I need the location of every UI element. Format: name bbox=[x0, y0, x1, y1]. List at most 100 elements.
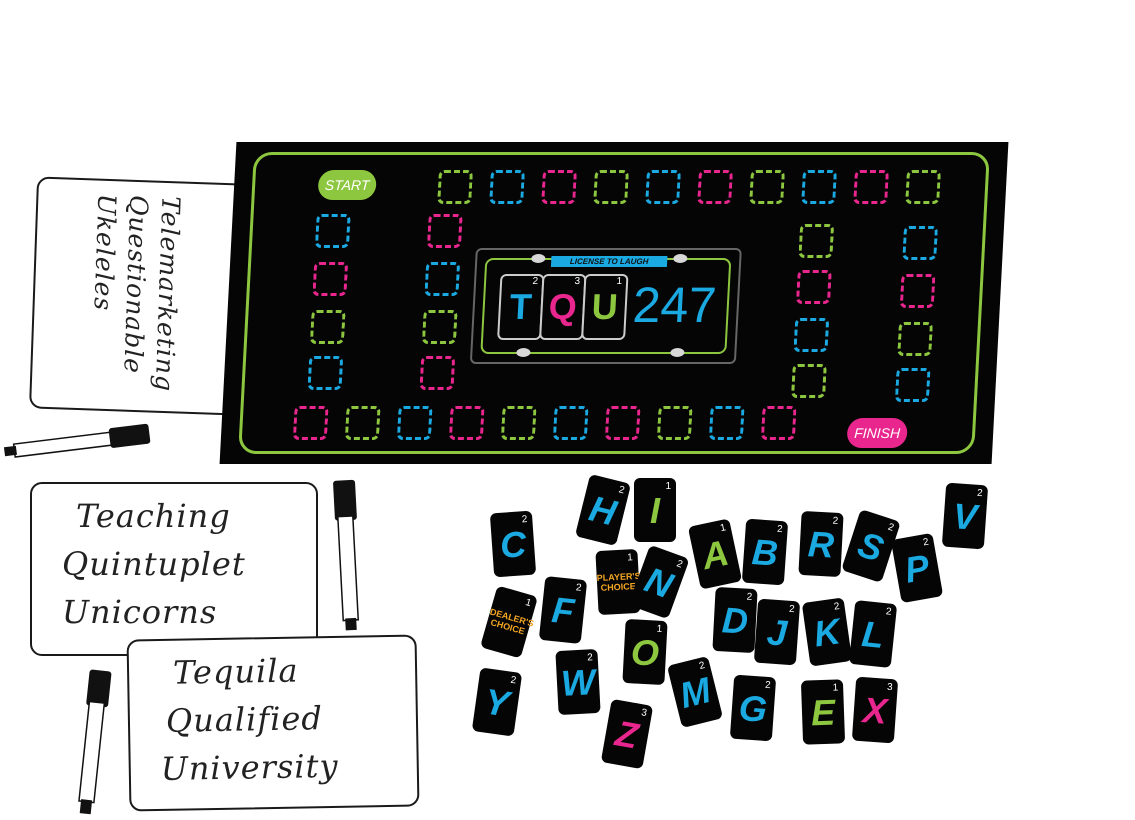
whiteboard-line: Quintuplet bbox=[62, 545, 246, 583]
tile-letter: F bbox=[549, 588, 577, 633]
board-space[interactable] bbox=[899, 274, 936, 308]
board-space[interactable] bbox=[314, 214, 351, 248]
start-space[interactable]: START bbox=[317, 170, 377, 200]
tile-points: 3 bbox=[886, 681, 893, 694]
whiteboard-line: Tequila bbox=[172, 651, 299, 692]
tile-label: DEALER'S CHOICE bbox=[488, 606, 535, 637]
board-space[interactable] bbox=[897, 322, 934, 356]
board-space[interactable] bbox=[552, 406, 589, 440]
board-space[interactable] bbox=[708, 406, 745, 440]
board-space[interactable] bbox=[419, 356, 456, 390]
tile-points: 2 bbox=[532, 276, 539, 287]
tile-points: 1 bbox=[626, 552, 634, 564]
board-space[interactable] bbox=[593, 170, 629, 204]
tile-points: 2 bbox=[788, 603, 795, 616]
whiteboard-1[interactable]: Telemarketing Questionable Ukeleles bbox=[29, 176, 245, 416]
whiteboard-2[interactable]: Teaching Quintuplet Unicorns bbox=[30, 482, 318, 656]
plate-bolt bbox=[670, 348, 685, 357]
board-space[interactable] bbox=[853, 170, 889, 204]
tile-letter: K bbox=[811, 610, 843, 655]
tile-label: PLAYER'S CHOICE bbox=[596, 570, 641, 593]
tile-points: 2 bbox=[521, 513, 528, 526]
board-space[interactable] bbox=[344, 406, 381, 440]
tile-points: 2 bbox=[922, 536, 930, 549]
board-space[interactable] bbox=[437, 170, 473, 204]
tile-points: 3 bbox=[640, 707, 648, 720]
board-space[interactable] bbox=[793, 318, 830, 352]
whiteboard-line: Teaching bbox=[76, 497, 231, 535]
board-space[interactable] bbox=[795, 270, 832, 304]
board-space[interactable] bbox=[426, 214, 463, 248]
tile-letter: U bbox=[590, 286, 619, 327]
whiteboard-3[interactable]: Tequila Qualified University bbox=[126, 634, 420, 812]
board-space[interactable] bbox=[791, 364, 827, 398]
tile-points: 2 bbox=[885, 606, 892, 618]
plate-letter-tile: 2 T bbox=[497, 274, 545, 340]
tile-letter: P bbox=[901, 546, 933, 591]
board-space[interactable] bbox=[421, 310, 458, 344]
dry-erase-marker-icon[interactable] bbox=[62, 668, 122, 820]
board-space[interactable] bbox=[500, 406, 537, 440]
tile-points: 2 bbox=[674, 558, 684, 571]
tile-letter: R bbox=[806, 523, 836, 566]
tile-letter: G bbox=[737, 687, 769, 730]
board-space[interactable] bbox=[656, 406, 693, 440]
board-space[interactable] bbox=[697, 170, 733, 204]
board-space[interactable] bbox=[307, 356, 344, 390]
board-space[interactable] bbox=[489, 170, 525, 204]
board-space[interactable] bbox=[604, 406, 641, 440]
finish-space[interactable]: FINISH bbox=[846, 418, 908, 448]
board-space[interactable] bbox=[448, 406, 485, 440]
board-space[interactable] bbox=[749, 170, 785, 204]
board-space[interactable] bbox=[541, 170, 577, 204]
board-space[interactable] bbox=[902, 226, 939, 260]
board-space[interactable] bbox=[309, 310, 346, 344]
whiteboard-line: Unicorns bbox=[62, 593, 218, 631]
tile-points: 1 bbox=[832, 682, 839, 694]
board-space[interactable] bbox=[798, 224, 835, 258]
tile-letter: E bbox=[810, 691, 836, 734]
tile-points: 2 bbox=[976, 487, 983, 500]
plate-bolt bbox=[516, 348, 531, 357]
board-space[interactable] bbox=[396, 406, 433, 440]
board-space[interactable] bbox=[894, 368, 931, 402]
board-space[interactable] bbox=[292, 406, 329, 440]
dry-erase-marker-icon[interactable] bbox=[330, 478, 375, 638]
plate-number: 247 bbox=[631, 277, 718, 333]
tile-letter: S bbox=[853, 523, 889, 570]
tile-letter: H bbox=[585, 487, 621, 534]
tile-letter: B bbox=[750, 531, 780, 574]
dry-erase-marker-icon[interactable] bbox=[0, 418, 160, 468]
board-space[interactable] bbox=[905, 170, 941, 204]
board-space[interactable] bbox=[312, 262, 349, 296]
plate-header: LICENSE TO LAUGH bbox=[550, 256, 668, 267]
board-space[interactable] bbox=[424, 262, 461, 296]
board-space[interactable] bbox=[645, 170, 681, 204]
board-space[interactable] bbox=[801, 170, 837, 204]
board-space[interactable] bbox=[760, 406, 797, 440]
tile-points: 1 bbox=[665, 481, 671, 492]
plate-letter-tile: 1 U bbox=[581, 274, 629, 340]
